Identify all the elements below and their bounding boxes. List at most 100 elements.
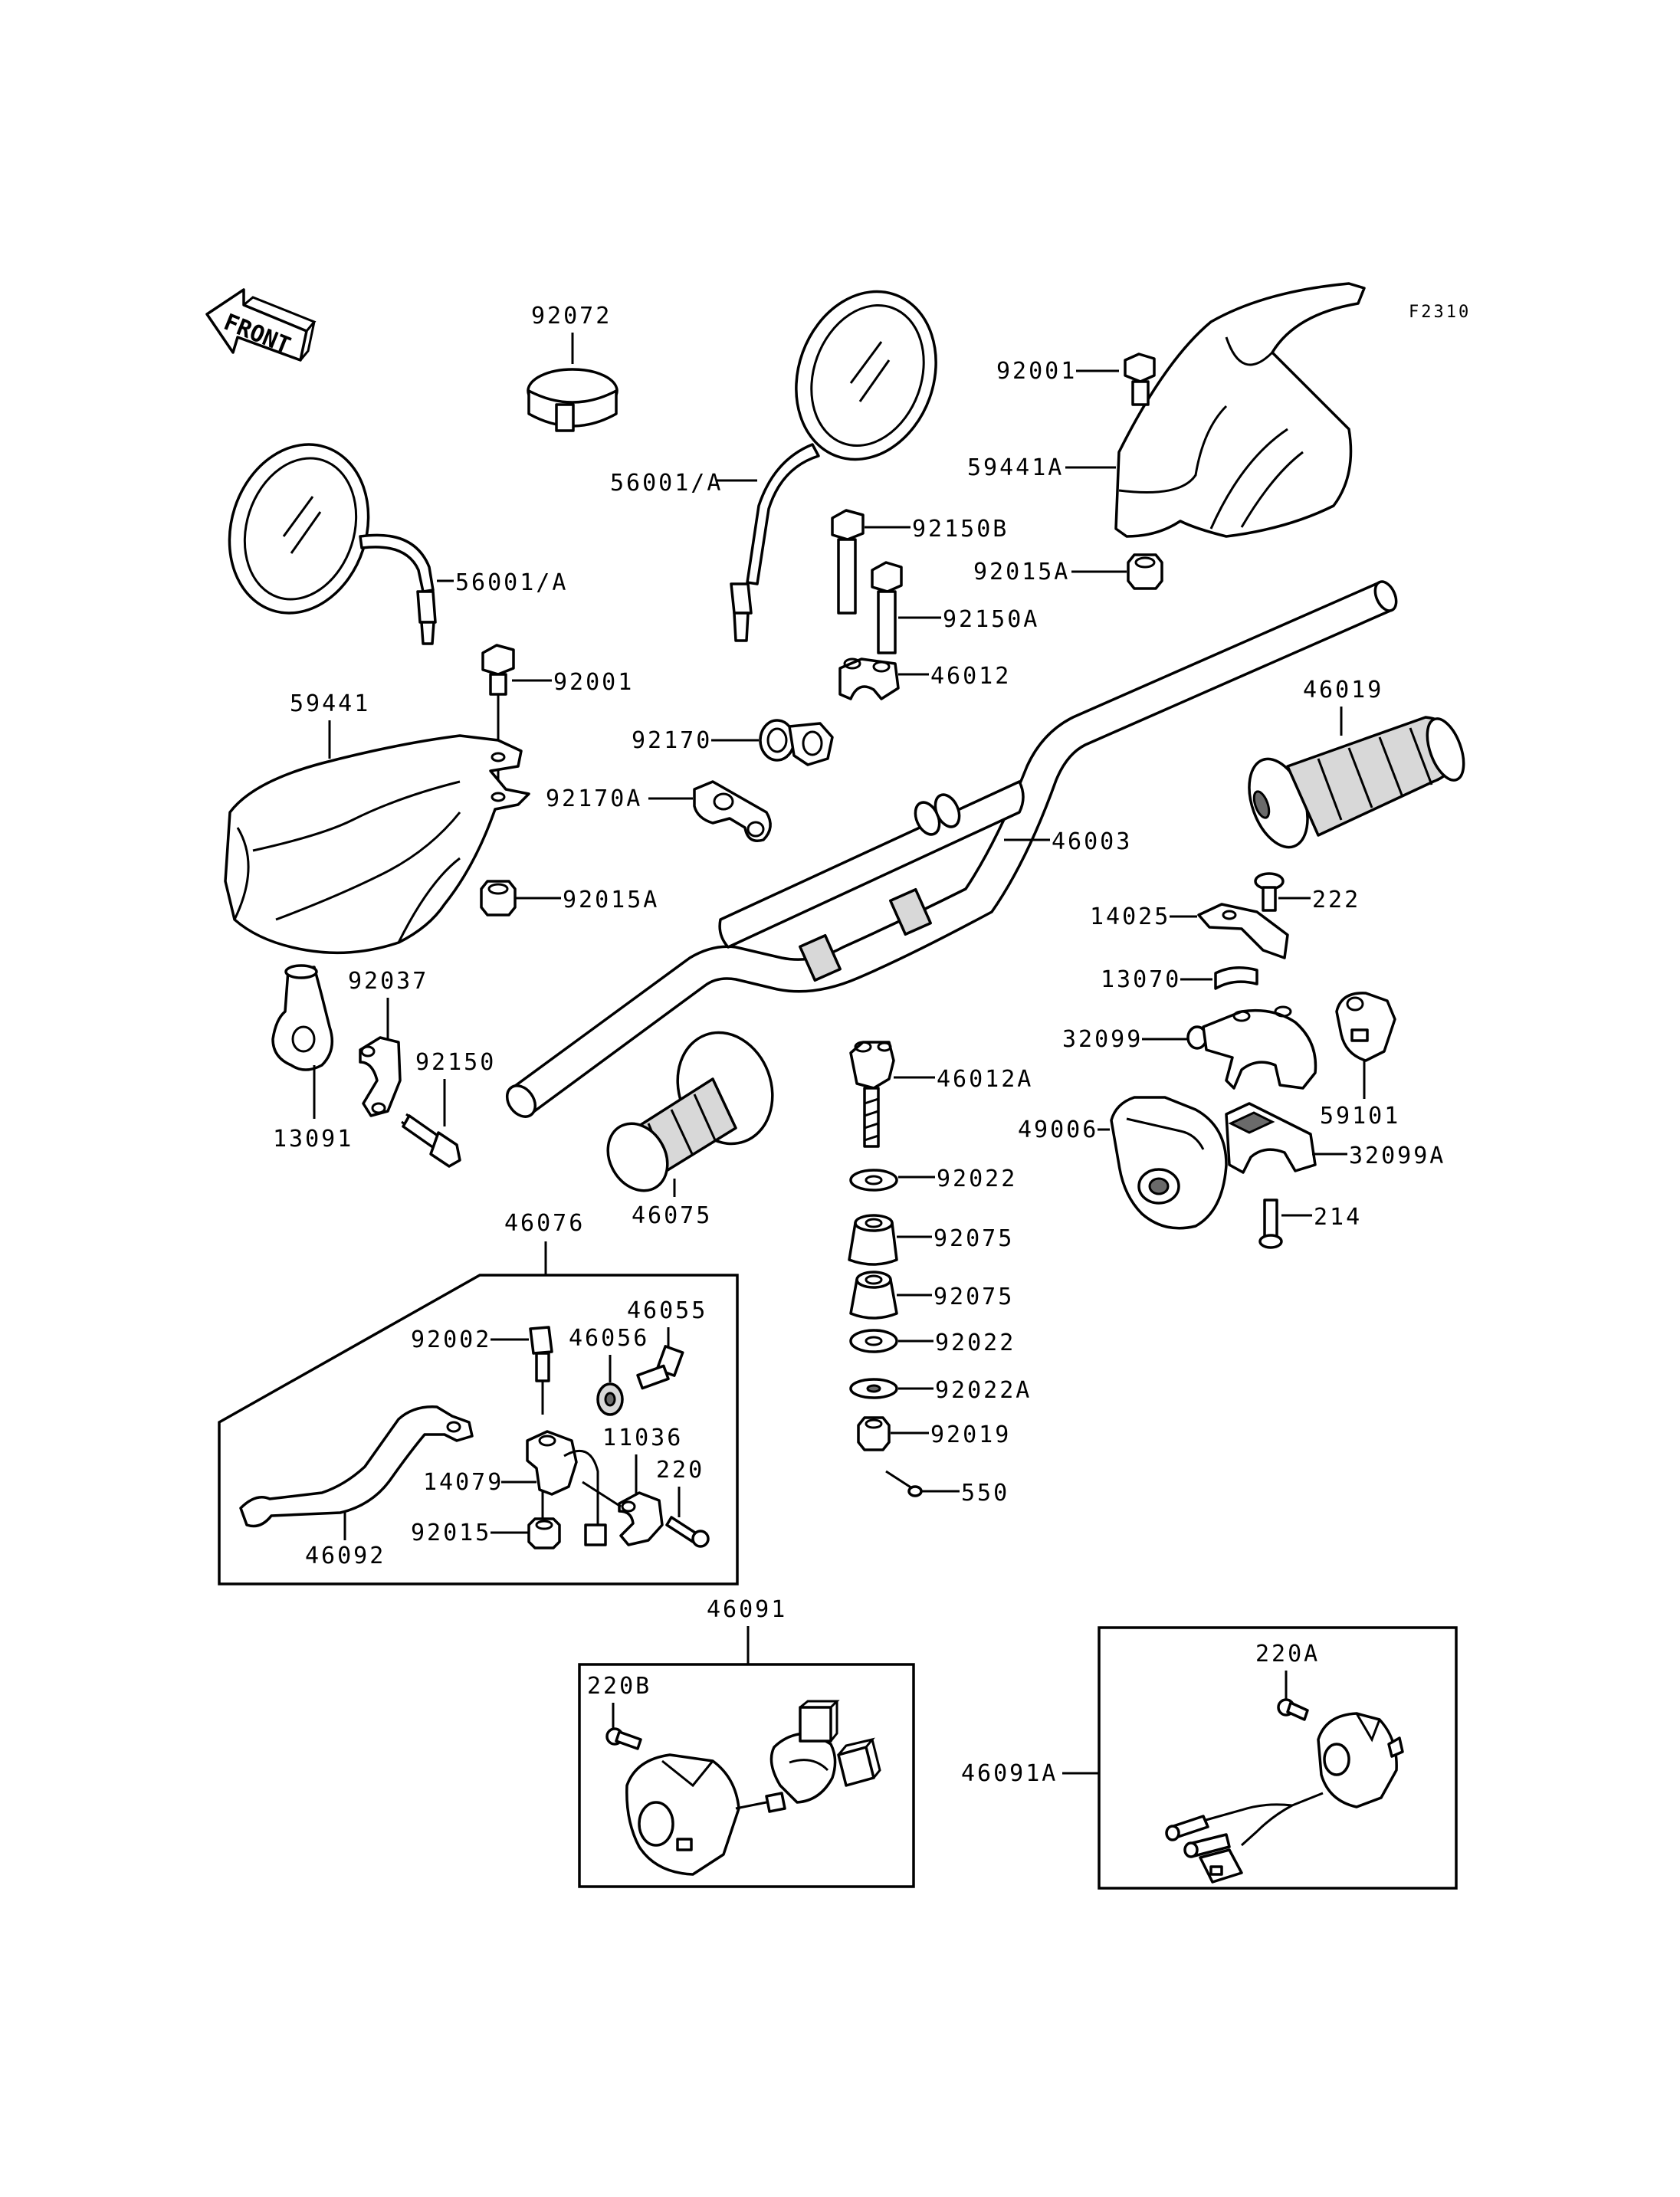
label-46091a: 46091A (961, 1760, 1058, 1787)
clamp-13091-icon (271, 964, 334, 1071)
label-92170a: 92170A (546, 785, 642, 812)
throttle-housing-32099a-icon (1225, 1102, 1317, 1174)
label-92015: 92015 (411, 1520, 491, 1546)
left-mirror-icon (228, 443, 437, 645)
lever-bracket-14079-icon (526, 1430, 607, 1546)
label-46012a: 46012A (937, 1066, 1033, 1093)
label-220b: 220B (587, 1673, 651, 1700)
bolt-92001-top-icon (1124, 353, 1156, 406)
label-92075-b: 92075 (934, 1284, 1014, 1310)
switch-46091a-icon (1165, 1712, 1404, 1884)
cap-59101-icon (1335, 992, 1396, 1062)
label-92072: 92072 (531, 303, 612, 330)
left-grip-icon (606, 1031, 774, 1192)
label-56001a-mid: 56001/A (610, 470, 723, 497)
label-46092: 46092 (305, 1543, 386, 1569)
right-handguard-icon (1114, 282, 1366, 538)
screw-214-icon (1258, 1199, 1283, 1249)
left-handguard-icon (224, 734, 530, 955)
switch-46091-icon (625, 1700, 881, 1876)
label-46012: 46012 (930, 663, 1011, 690)
nut-92015a-top-icon (1127, 553, 1163, 590)
locknut-46056-icon (596, 1382, 624, 1416)
label-59441: 59441 (290, 690, 370, 717)
washer-92022a-icon (849, 1378, 898, 1399)
label-46055: 46055 (627, 1297, 707, 1324)
box-46091a (1098, 1626, 1458, 1890)
right-mirror-icon (730, 290, 937, 642)
label-550: 550 (961, 1480, 1009, 1507)
label-46091: 46091 (707, 1596, 787, 1623)
label-92037: 92037 (348, 968, 428, 995)
screw-222-icon (1254, 872, 1285, 912)
clamp-92037-icon (359, 1036, 402, 1117)
rubber-92075-b-icon (849, 1271, 898, 1320)
throttle-housing-32099-icon (1186, 1005, 1317, 1090)
box-46076 (218, 1274, 739, 1585)
nut-92019-icon (857, 1416, 891, 1451)
label-49006: 49006 (1018, 1117, 1098, 1143)
box-46091 (578, 1663, 915, 1888)
rubber-92075-a-icon (848, 1214, 898, 1266)
throttle-grip-icon (1248, 716, 1465, 849)
clutch-lever-46092-icon (239, 1405, 474, 1528)
label-46056: 46056 (569, 1325, 649, 1352)
clamp-92170a-icon (693, 780, 772, 842)
holder-46012a-icon (849, 1041, 895, 1148)
label-59441a: 59441A (967, 454, 1064, 481)
washer-92022-b-icon (849, 1329, 898, 1353)
label-46075: 46075 (632, 1202, 712, 1229)
bolt-92150-icon (401, 1113, 461, 1168)
label-92150b: 92150B (912, 516, 1009, 543)
cotter-pin-550-icon (885, 1470, 923, 1497)
label-92002: 92002 (411, 1326, 491, 1353)
label-46003: 46003 (1052, 828, 1132, 855)
label-46076: 46076 (504, 1210, 585, 1237)
label-59101: 59101 (1320, 1103, 1400, 1130)
label-13070: 13070 (1101, 966, 1181, 993)
label-92001-mid: 92001 (553, 669, 634, 696)
handlebar-icon (505, 580, 1398, 1118)
label-220a: 220A (1255, 1641, 1320, 1667)
bolt-92150a-icon (871, 561, 903, 654)
label-92001-top: 92001 (996, 358, 1077, 385)
screw-220a-icon (1277, 1698, 1309, 1721)
label-92150a: 92150A (943, 606, 1039, 633)
front-arrow-icon: FRONT (205, 288, 317, 362)
clamp-11036-icon (582, 1481, 664, 1546)
bolt-92150b-icon (831, 509, 865, 615)
label-92022a: 92022A (935, 1377, 1032, 1404)
label-92170: 92170 (632, 727, 712, 754)
bolt-92002-icon (529, 1326, 553, 1382)
label-92015a-top: 92015A (973, 559, 1070, 585)
spacer-13070-icon (1214, 966, 1258, 990)
label-14025: 14025 (1090, 903, 1170, 930)
label-92150: 92150 (415, 1049, 496, 1076)
plate-14025-icon (1197, 903, 1289, 959)
label-92019: 92019 (930, 1421, 1011, 1448)
washer-92022-a-icon (849, 1169, 898, 1192)
diagram-code: F2310 (1409, 303, 1471, 322)
label-214: 214 (1314, 1204, 1362, 1231)
screw-220b-icon (605, 1727, 642, 1750)
nut-92015a-mid-icon (480, 880, 517, 917)
label-92022-b: 92022 (935, 1330, 1016, 1356)
label-32099a: 32099A (1349, 1143, 1445, 1169)
label-11036: 11036 (602, 1425, 683, 1451)
bolt-92001-mid-icon (481, 644, 515, 696)
adjuster-46055-icon (636, 1345, 684, 1390)
label-32099: 32099 (1062, 1026, 1143, 1053)
label-222: 222 (1312, 887, 1360, 913)
clamp-46012-icon (838, 657, 900, 700)
label-92015a-mid: 92015A (563, 887, 659, 913)
label-46019: 46019 (1303, 677, 1383, 703)
label-14079: 14079 (423, 1469, 504, 1496)
label-56001a-left: 56001/A (455, 569, 568, 596)
label-220: 220 (656, 1457, 704, 1484)
nut-92015-icon (527, 1517, 561, 1549)
label-92022-a: 92022 (937, 1166, 1017, 1192)
label-13091: 13091 (273, 1126, 353, 1153)
band-92072-icon (527, 368, 619, 432)
cover-49006-icon (1110, 1096, 1228, 1230)
